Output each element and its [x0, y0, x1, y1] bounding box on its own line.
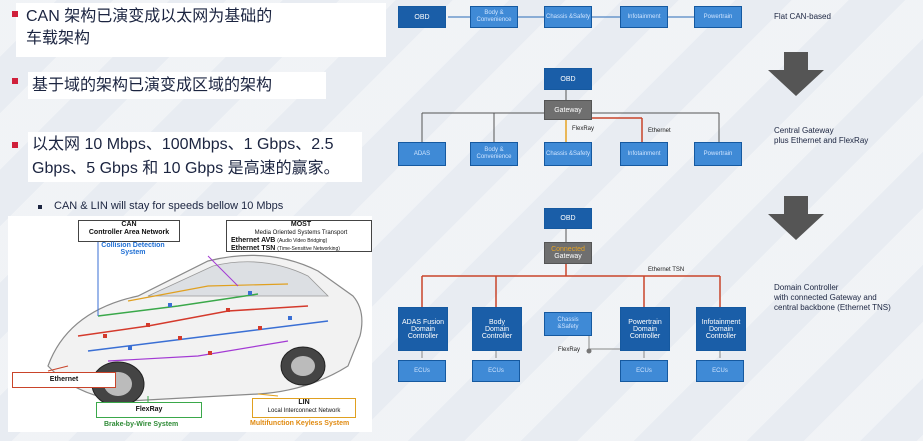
- avb-line: Ethernet AVB (Audio Video Bridging): [231, 237, 371, 245]
- most-title: MOST: [290, 221, 312, 228]
- domain-node-chassis: Chassis &Safety: [544, 312, 592, 336]
- tsn-line: Ethernet TSN (Time-Sensitive Networking): [231, 245, 371, 253]
- central-node-chassis: Chassis &Safety: [544, 142, 592, 166]
- central-obd: OBD: [544, 68, 592, 90]
- flat-node-powertrain: Powertrain: [694, 6, 742, 28]
- ecu-infotainment: ECUs: [696, 360, 744, 382]
- flat-node-obd: OBD: [398, 6, 446, 28]
- domain-controller-body: Body Domain Controller: [472, 307, 522, 351]
- architecture-diagrams: OBD Body & Convenience Chassis &Safety I…: [384, 0, 923, 441]
- central-ethernet-label: Ethernet: [648, 128, 671, 134]
- most-label: MOST Media Oriented Systems Transport Et…: [226, 220, 372, 252]
- domain-description-1: Domain Controller: [774, 283, 839, 292]
- flat-node-infotainment: Infotainment: [620, 6, 668, 28]
- infotainment-line-3: Controller: [705, 332, 737, 340]
- central-description-2: plus Ethernet and FlexRay: [774, 136, 869, 145]
- flexray-label: FlexRay: [96, 402, 202, 418]
- bullet-3-line-2: Gbps、5 Gbps 和 10 Gbps 是高速的赢家。: [32, 160, 340, 177]
- infotainment-line-2: Domain: [708, 325, 734, 333]
- domain-gateway-line-1: Connected: [551, 246, 585, 253]
- bullet-marker-1: [12, 11, 18, 17]
- avb-title: Ethernet AVB: [231, 237, 276, 244]
- lin-subtitle: Local Interconnect Network: [267, 408, 341, 414]
- brake-caption: Brake-by-Wire System: [104, 421, 179, 428]
- domain-controller-infotainment: Infotainment Domain Controller: [696, 307, 746, 351]
- ecu-powertrain: ECUs: [620, 360, 668, 382]
- bullet-box-3: [28, 132, 362, 182]
- flat-node-chassis: Chassis &Safety: [544, 6, 592, 28]
- central-node-infotainment: Infotainment: [620, 142, 668, 166]
- body-line-3: Controller: [481, 332, 513, 340]
- central-description-1: Central Gateway: [774, 126, 834, 135]
- tsn-sub: (Time-Sensitive Networking): [277, 246, 340, 252]
- central-gateway: Gateway: [544, 100, 592, 120]
- lin-label: LIN Local Interconnect Network: [252, 398, 356, 418]
- central-flexray-label: FlexRay: [572, 126, 595, 132]
- central-node-powertrain: Powertrain: [694, 142, 742, 166]
- domain-obd: OBD: [544, 208, 592, 229]
- central-node-body: Body & Convenience: [470, 142, 518, 166]
- body-line-1: Body: [489, 318, 505, 326]
- domain-description-3: central backbone (Ethernet TNS): [774, 303, 891, 312]
- body-line-2: Domain: [484, 325, 510, 333]
- can-title: CAN: [121, 221, 137, 228]
- adas-line-3: Controller: [407, 332, 439, 340]
- domain-eth-tsn-label: Ethernet TSN: [648, 267, 685, 273]
- ethernet-label: Ethernet: [12, 372, 116, 388]
- bullet-marker-3: [12, 142, 18, 148]
- ecu-body: ECUs: [472, 360, 520, 382]
- flat-node-body: Body & Convenience: [470, 6, 518, 28]
- avb-sub: (Audio Video Bridging): [277, 238, 328, 244]
- bullet-box-2: [28, 72, 326, 99]
- infotainment-line-1: Infotainment: [701, 318, 741, 326]
- ecu-adas: ECUs: [398, 360, 446, 382]
- bullet-1-line-2: 车载架构: [26, 30, 91, 47]
- chassis-line-2: &Safety: [557, 324, 579, 330]
- powertrain-line-1: Powertrain: [628, 318, 662, 326]
- chassis-line-1: Chassis: [557, 317, 579, 323]
- adas-line-1: ADAS Fusion: [401, 318, 445, 326]
- most-subtitle: Media Oriented Systems Transport: [254, 230, 348, 236]
- domain-gateway-line-2: Gateway: [554, 253, 582, 260]
- domain-description-2: with connected Gateway and: [774, 293, 877, 302]
- bullet-box-1: [16, 3, 386, 57]
- can-label: CAN Controller Area Network: [78, 220, 180, 242]
- central-node-adas: ADAS: [398, 142, 446, 166]
- collision-caption: Collision Detection System: [101, 242, 165, 256]
- bullet-2-line-1: 基于域的架构已演变成区域的架构: [32, 77, 273, 94]
- lin-title: LIN: [298, 399, 310, 406]
- domain-gateway: Connected Gateway: [544, 242, 592, 264]
- powertrain-line-3: Controller: [629, 332, 661, 340]
- adas-line-2: Domain: [410, 325, 436, 333]
- keyless-caption: Multifunction Keyless System: [250, 420, 350, 427]
- tsn-title: Ethernet TSN: [231, 245, 276, 252]
- bullet-1-line-1: CAN 架构已演变成以太网为基础的: [26, 8, 273, 25]
- domain-controller-powertrain: Powertrain Domain Controller: [620, 307, 670, 351]
- domain-flexray-label: FlexRay: [558, 347, 581, 353]
- sub-bullet-marker: [38, 205, 42, 209]
- flat-description: Flat CAN-based: [774, 12, 831, 21]
- powertrain-line-2: Domain: [632, 325, 658, 333]
- car-network-diagram: CAN Controller Area Network Collision De…: [8, 216, 372, 432]
- car-illustration: [47, 242, 363, 407]
- can-subtitle: Controller Area Network: [88, 229, 170, 236]
- bullet-marker-2: [12, 78, 18, 84]
- sub-bullet-text: CAN & LIN will stay for speeds bellow 10…: [54, 200, 284, 212]
- bullet-3-line-1: 以太网 10 Mbps、100Mbps、1 Gbps、2.5: [32, 136, 334, 153]
- domain-controller-adas: ADAS Fusion Domain Controller: [398, 307, 448, 351]
